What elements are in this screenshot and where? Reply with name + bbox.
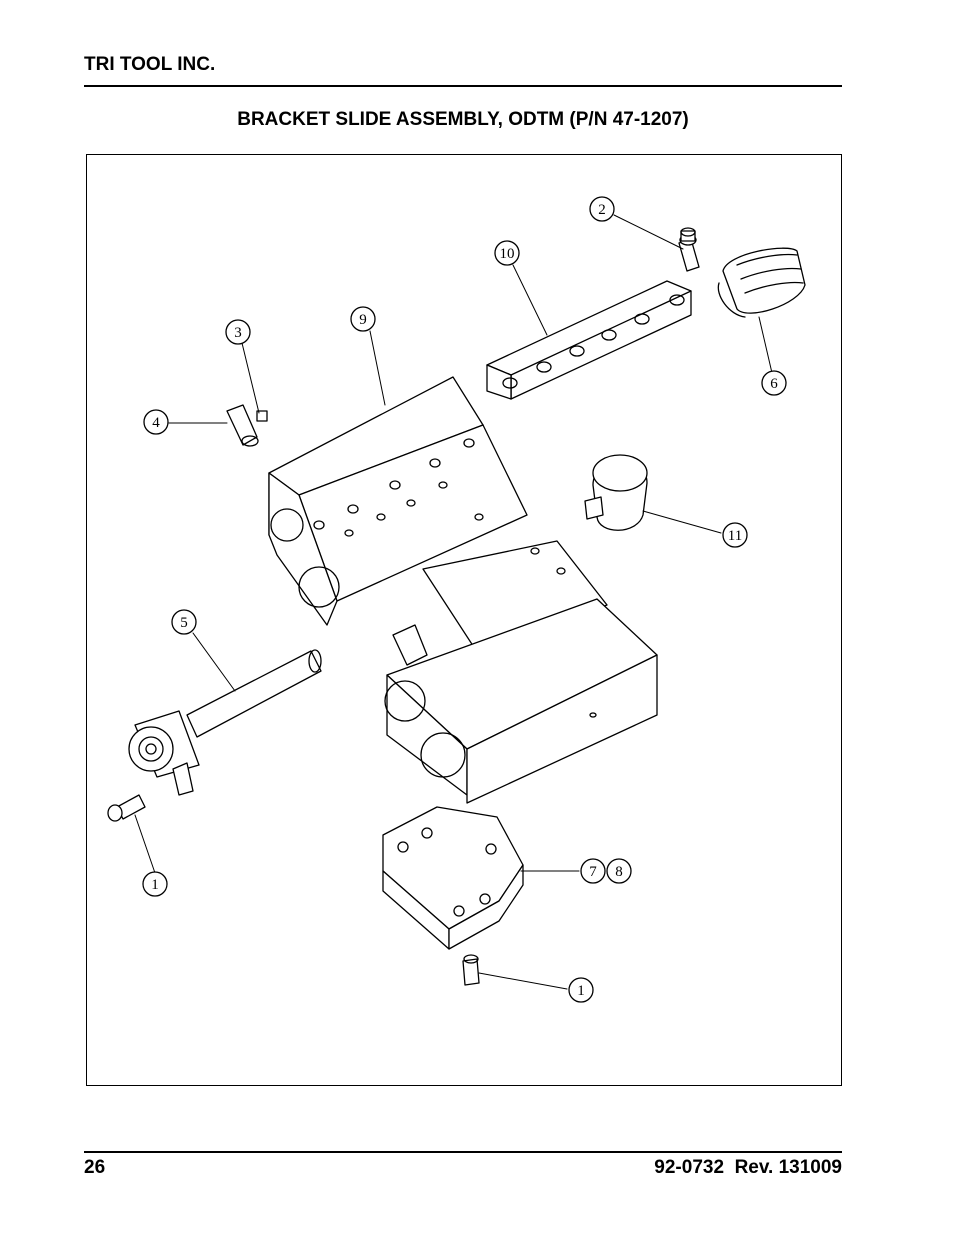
exploded-view-drawing: 2 10 9 3 4 6 11 5 — [107, 196, 806, 1003]
part-10-hole-bar — [486, 280, 692, 400]
callout-5: 5 — [171, 609, 197, 635]
svg-text:6: 6 — [770, 376, 778, 392]
callout-4: 4 — [143, 409, 169, 435]
part-3-set-screw — [256, 410, 268, 422]
callout-11: 11 — [722, 522, 748, 548]
part-9-bracket-body — [268, 376, 658, 804]
callout-1-left: 1 — [142, 871, 168, 897]
part-2-screw — [678, 227, 700, 272]
part-5-shaft-knob — [128, 649, 322, 796]
svg-text:2: 2 — [598, 202, 606, 218]
svg-text:1: 1 — [577, 983, 585, 999]
part-4-plunger — [226, 404, 259, 447]
svg-text:3: 3 — [234, 325, 242, 341]
callout-leaders — [134, 214, 773, 990]
callout-10: 10 — [494, 240, 520, 266]
svg-text:5: 5 — [180, 615, 188, 631]
part-1-screw-left — [107, 794, 146, 822]
callout-8: 8 — [606, 858, 632, 884]
part-1-screw-bottom — [462, 954, 480, 986]
svg-text:4: 4 — [152, 415, 160, 431]
header-divider — [84, 85, 842, 87]
page-number: 26 — [84, 1157, 106, 1178]
part-6-bushing — [717, 247, 806, 318]
svg-text:1: 1 — [151, 877, 159, 893]
company-name: TRI TOOL INC. — [84, 54, 216, 75]
callout-6: 6 — [761, 370, 787, 396]
exploded-view-frame: 2 10 9 3 4 6 11 5 — [86, 154, 842, 1086]
svg-text:10: 10 — [500, 246, 515, 262]
callout-2: 2 — [589, 196, 615, 222]
svg-text:11: 11 — [728, 528, 742, 544]
svg-text:7: 7 — [589, 864, 597, 880]
callout-1-bottom: 1 — [568, 977, 594, 1003]
footer-divider — [84, 1151, 842, 1153]
document-revision: 92-0732 Rev. 131009 — [654, 1157, 842, 1178]
figure-title: BRACKET SLIDE ASSEMBLY, ODTM (P/N 47-120… — [237, 109, 689, 130]
callout-9: 9 — [350, 306, 376, 332]
callout-7: 7 — [580, 858, 606, 884]
callout-3: 3 — [225, 319, 251, 345]
svg-text:9: 9 — [359, 312, 367, 328]
part-7-8-cover-plate — [382, 806, 524, 950]
part-11-cap — [584, 454, 648, 531]
svg-text:8: 8 — [615, 864, 623, 880]
